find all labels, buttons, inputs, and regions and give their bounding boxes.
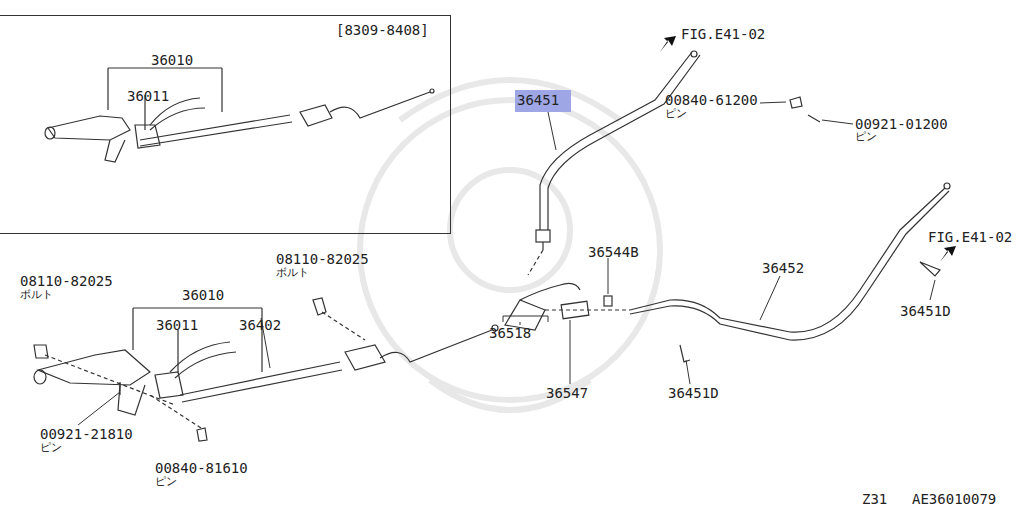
part-kind-note: ボルト: [20, 289, 53, 301]
watermark: [360, 80, 660, 410]
part-kind-note: ボルト: [276, 267, 309, 279]
callout-number: 36452: [762, 261, 804, 276]
callout-number: 36010: [151, 53, 193, 68]
callout-number: Z31: [862, 492, 887, 507]
callout-number: 00840-81610: [155, 461, 248, 476]
callout-number: 00840-61200: [665, 93, 758, 108]
callout-number: 08110-82025: [276, 252, 369, 267]
main-lever: [34, 298, 498, 441]
rear-cable: [630, 183, 950, 362]
callout-number: 36544B: [588, 245, 639, 260]
part-kind-note: ピン: [855, 131, 877, 143]
callout-number: 00921-01200: [855, 117, 948, 132]
callout-number: FIG.E41-02: [928, 230, 1012, 245]
highlight-box: 36451: [515, 90, 571, 112]
callout-number: 36451D: [668, 386, 719, 401]
front-cable: [528, 51, 820, 275]
callout-number: 00921-21810: [40, 427, 133, 442]
inset-date-range: [8309-8408]: [336, 23, 429, 38]
part-kind-note: ピン: [155, 476, 177, 488]
part-number-highlight: 36451: [517, 93, 559, 108]
callout-number: 08110-82025: [20, 274, 113, 289]
callout-number: 36011: [156, 318, 198, 333]
callout-number: 36518: [489, 326, 531, 341]
callout-number: AE36010079: [912, 492, 996, 507]
callout-number: 36011: [127, 89, 169, 104]
leader-lines: [78, 102, 935, 425]
callout-number: 36547: [546, 386, 588, 401]
callout-number: FIG.E41-02: [681, 27, 765, 42]
callout-number: 36010: [182, 288, 224, 303]
fig-arrow: [660, 36, 956, 262]
equalizer: [505, 283, 630, 330]
part-kind-note: ピン: [40, 442, 62, 454]
callout-number: 36402: [239, 318, 281, 333]
callout-number: 36451D: [900, 304, 951, 319]
inset-lever: [45, 68, 434, 162]
part-kind-note: ピン: [665, 108, 687, 120]
inset-frame: [8309-8408] 36010 36011: [0, 15, 451, 234]
